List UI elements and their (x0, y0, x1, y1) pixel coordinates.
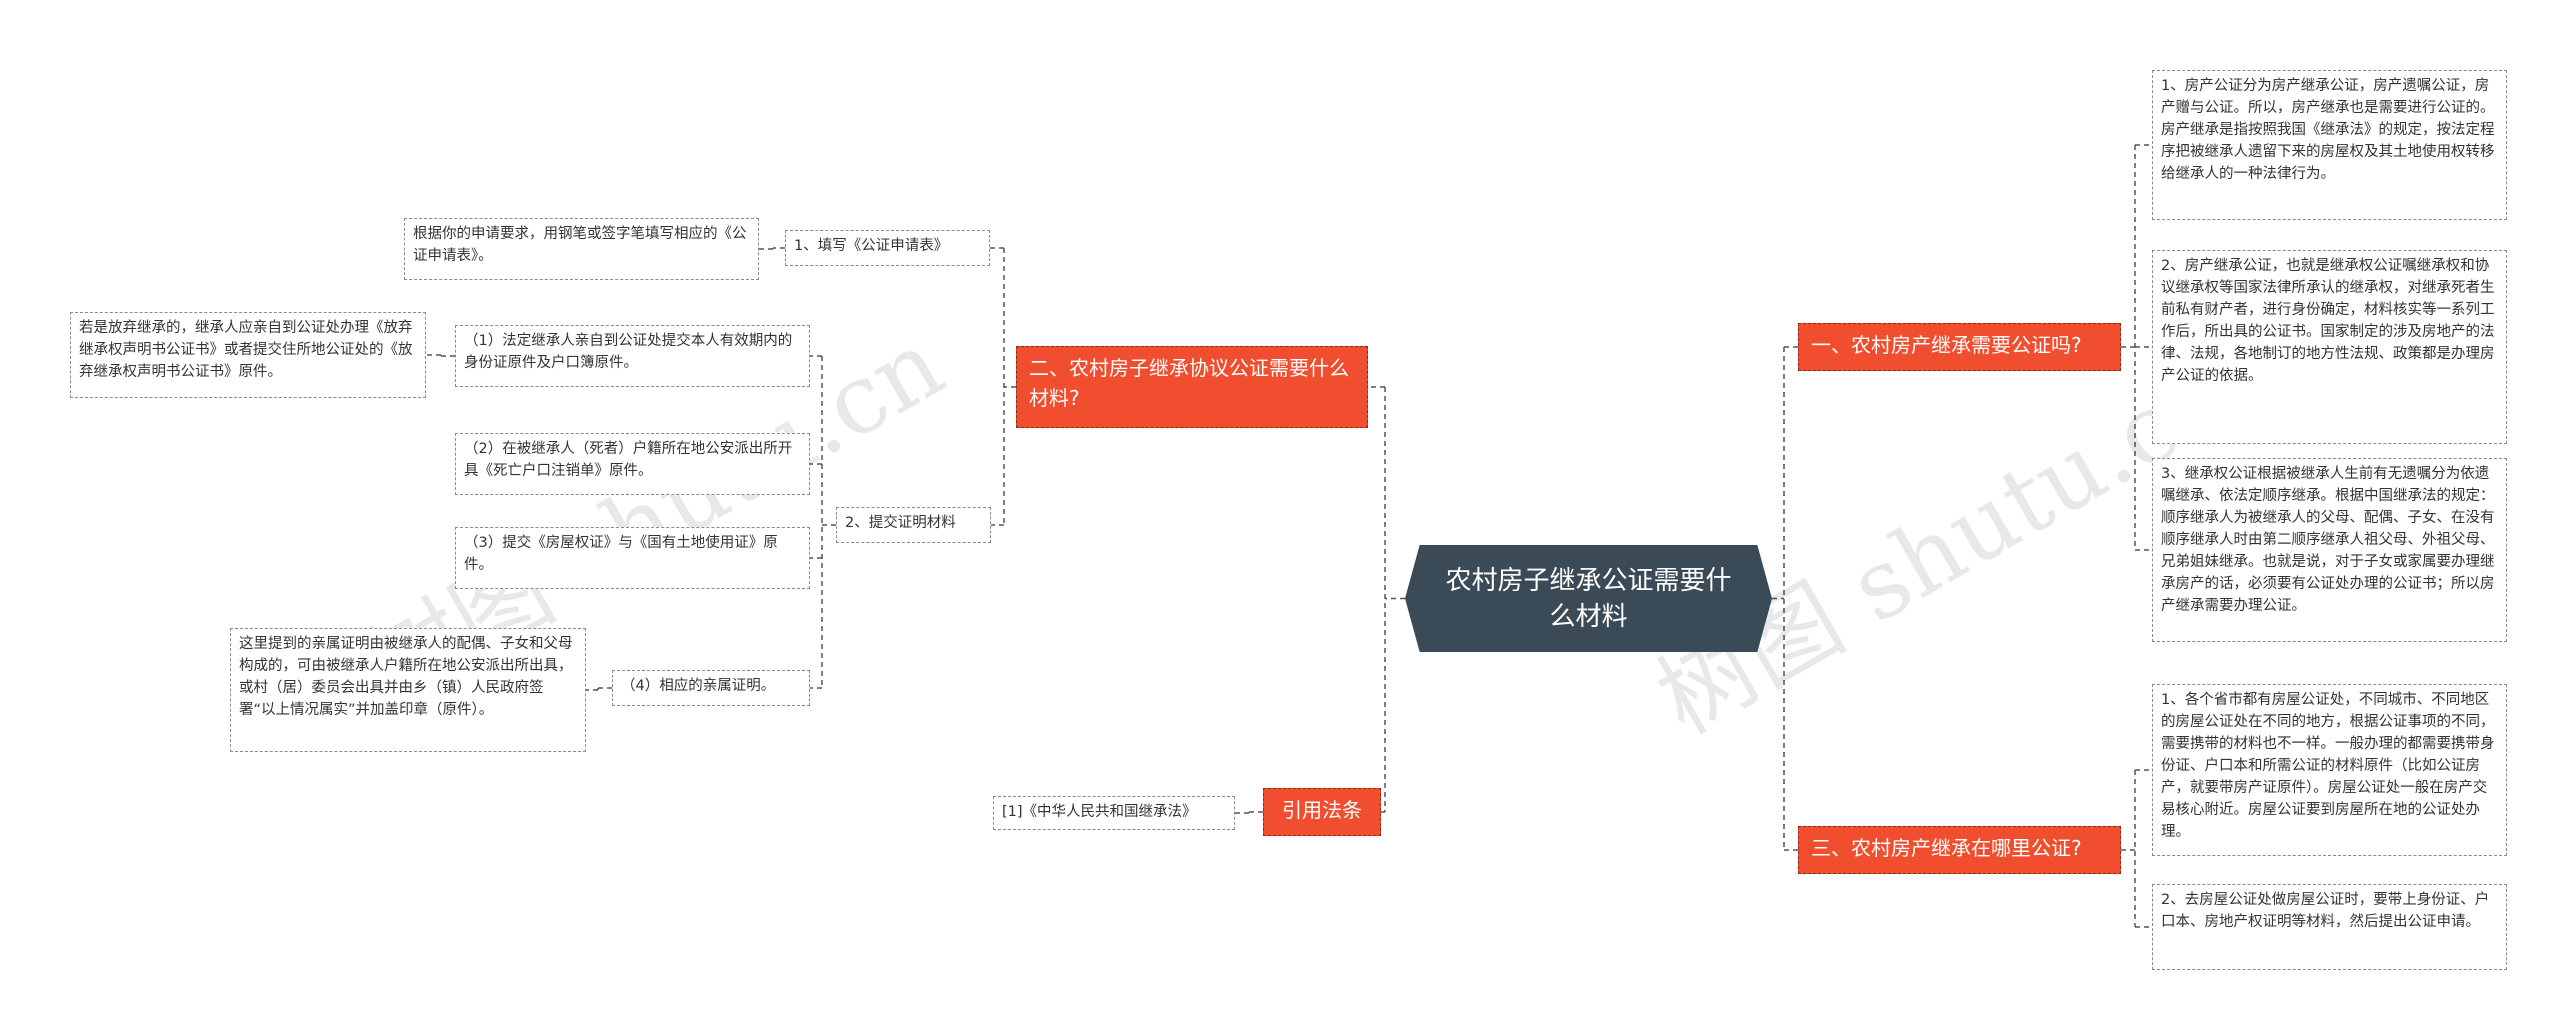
proof-item-3[interactable]: （3）提交《房屋权证》与《国有土地使用证》原件。 (455, 527, 810, 589)
branch-need-notarization[interactable]: 一、农村房产继承需要公证吗? (1798, 323, 2121, 371)
where-item-1[interactable]: 1、各个省市都有房屋公证处，不同城市、不同地区的房屋公证处在不同的地方，根据公证… (2152, 684, 2507, 856)
need-item-3[interactable]: 3、继承权公证根据被继承人生前有无遗嘱分为依遗嘱继承、依法定顺序继承。根据中国继… (2152, 458, 2507, 642)
step1-detail[interactable]: 根据你的申请要求，用钢笔或签字笔填写相应的《公证申请表》。 (404, 218, 759, 280)
proof-item-2[interactable]: （2）在被继承人（死者）户籍所在地公安派出所开具《死亡户口注销单》原件。 (455, 433, 810, 495)
branch-law[interactable]: 引用法条 (1263, 788, 1381, 836)
need-item-2[interactable]: 2、房产继承公证，也就是继承权公证嘱继承权和协议继承权等国家法律所承认的继承权，… (2152, 250, 2507, 444)
step2-submit-proof[interactable]: 2、提交证明材料 (836, 507, 991, 543)
law-reference[interactable]: [1]《中华人民共和国继承法》 (993, 796, 1235, 830)
where-item-2[interactable]: 2、去房屋公证处做房屋公证时，要带上身份证、户口本、房地产权证明等材料，然后提出… (2152, 884, 2507, 970)
need-item-1[interactable]: 1、房产公证分为房产继承公证，房产遗嘱公证，房产赠与公证。所以，房产继承也是需要… (2152, 70, 2507, 220)
proof-item-1-note[interactable]: 若是放弃继承的，继承人应亲自到公证处办理《放弃继承权声明书公证书》或者提交住所地… (70, 312, 426, 398)
proof-item-4[interactable]: （4）相应的亲属证明。 (612, 670, 810, 706)
proof-item-1[interactable]: （1）法定继承人亲自到公证处提交本人有效期内的身份证原件及户口簿原件。 (455, 325, 810, 387)
branch-where-notarize[interactable]: 三、农村房产继承在哪里公证? (1798, 826, 2121, 874)
root-topic[interactable]: 农村房子继承公证需要什么材料 (1405, 545, 1772, 652)
proof-item-4-note[interactable]: 这里提到的亲属证明由被继承人的配偶、子女和父母构成的，可由被继承人户籍所在地公安… (230, 628, 586, 752)
branch-materials[interactable]: 二、农村房子继承协议公证需要什么材料? (1016, 346, 1368, 428)
step1-fill-form[interactable]: 1、填写《公证申请表》 (785, 230, 990, 266)
